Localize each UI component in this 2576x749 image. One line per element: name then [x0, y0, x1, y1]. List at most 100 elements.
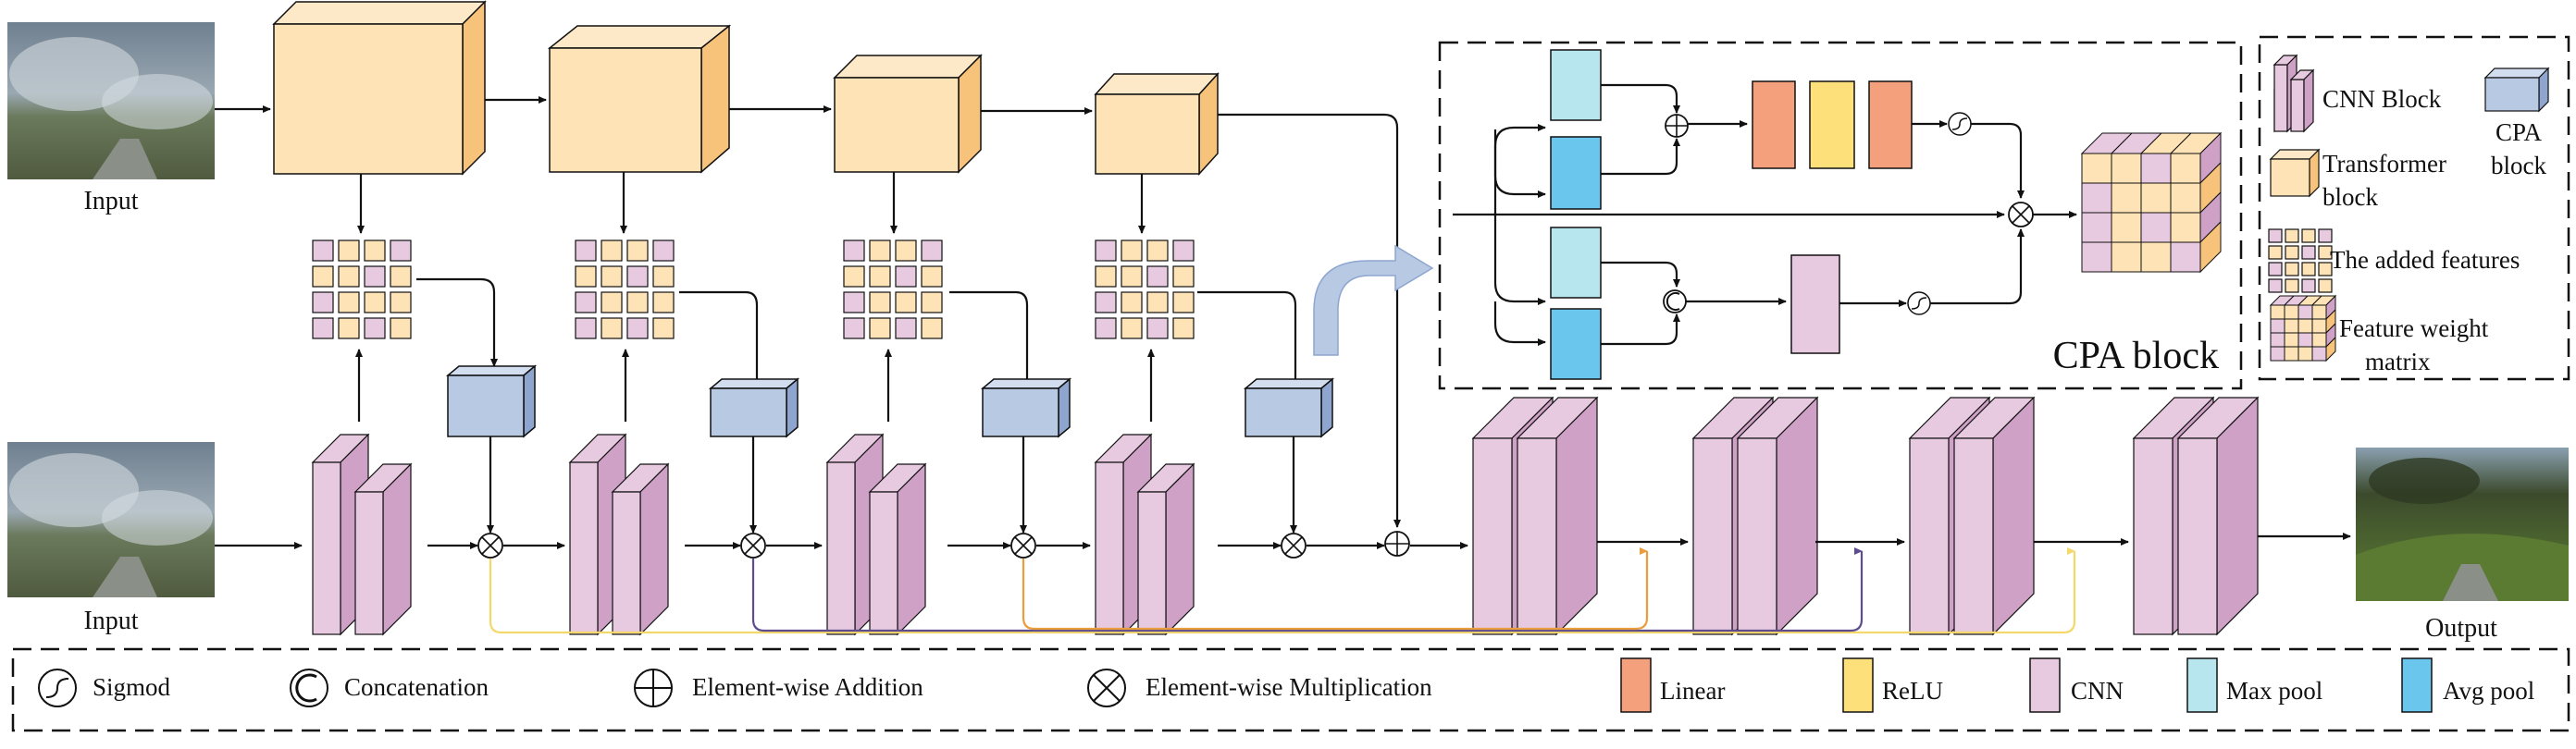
arrow-t4-to-add — [1218, 113, 1401, 528]
arrow-grid1-to-cpa1 — [416, 277, 498, 367]
feature-cell — [652, 265, 675, 288]
fwm-cell — [2111, 212, 2142, 243]
fwm-cell — [2170, 182, 2201, 214]
legend-cnn-block-icon — [2273, 54, 2315, 133]
cnn-block-2 — [568, 433, 670, 636]
feature-cell — [312, 265, 334, 288]
cnn-face-front — [826, 461, 856, 635]
legend-fwm-icon — [2269, 294, 2337, 362]
feature-cell — [869, 317, 891, 339]
legend-fwm-label-1: Feature weight — [2339, 314, 2489, 342]
cpa-concat-op — [1663, 289, 1687, 313]
cnn-face-front — [1517, 437, 1557, 635]
cpa-avgpool-bottom — [1550, 308, 1602, 380]
cpa-branch-up — [1493, 124, 1546, 215]
cnn-face-side — [382, 462, 412, 636]
legend-add-icon — [634, 669, 673, 707]
skip-connection-orange — [1022, 547, 1649, 631]
multiply-op-1 — [477, 533, 503, 559]
fwm-cell — [2311, 346, 2327, 362]
feature-cell — [390, 317, 412, 339]
cnn-face-front — [2133, 437, 2174, 635]
cpa-add-op — [1665, 114, 1689, 138]
fwm-cell — [2270, 304, 2285, 320]
cpa-linear-1 — [1752, 80, 1796, 169]
feature-cell — [1095, 265, 1117, 288]
fwm-cell — [2170, 241, 2201, 273]
fwm-cell — [2297, 304, 2313, 320]
fwm-side-cell — [2325, 336, 2336, 362]
feature-cell — [312, 291, 334, 313]
cnn-encoder-blocks — [311, 433, 1195, 636]
legend-maxpool-swatch — [2186, 657, 2218, 713]
decoder-cnn-block-3 — [1908, 396, 2036, 636]
legend-maxpool-label: Max pool — [2226, 677, 2322, 705]
feature-cell — [2285, 278, 2299, 293]
cpa-cnn — [1790, 254, 1840, 354]
cnn-face-front — [354, 491, 384, 635]
legend-linear-swatch — [1620, 657, 1652, 713]
fwm-side-cell — [2199, 220, 2222, 274]
feature-grid-3 — [843, 239, 943, 339]
legend-fwm-label-2: matrix — [2365, 348, 2431, 375]
fwm-cell — [2297, 332, 2313, 348]
cpa-branch-avgpool-top — [1493, 129, 1546, 198]
cnn-face-front — [1095, 461, 1124, 635]
feature-cell — [2318, 245, 2333, 260]
cpa-sigmoid-bottom-to-mult — [1930, 228, 2025, 305]
fwm-cell — [2111, 241, 2142, 273]
feature-cell — [2301, 228, 2316, 243]
cnn-decoder-blocks — [1471, 396, 2260, 636]
fwm-cell — [2081, 182, 2112, 214]
fwm-cell — [2311, 318, 2327, 334]
cnn-face-side — [1992, 396, 2035, 636]
cnn-face-front — [1909, 437, 1950, 635]
cnn-face-side — [639, 462, 669, 636]
cnn-face-side — [1776, 396, 1818, 636]
fwm-cell — [2111, 153, 2142, 184]
fwm-cell — [2170, 212, 2201, 243]
feature-cell — [626, 317, 649, 339]
cnn-face-front — [1692, 437, 1733, 635]
feature-cell — [869, 291, 891, 313]
cnn-face-front — [612, 491, 641, 635]
legend-added-features-label: The added features — [2330, 246, 2520, 274]
cpa-sigmoid-top — [1948, 112, 1972, 136]
feature-cell — [575, 265, 597, 288]
feature-cell — [390, 291, 412, 313]
cpa-avgpool-top — [1550, 136, 1602, 210]
fwm-cell — [2284, 304, 2299, 320]
feature-cell — [2268, 262, 2283, 276]
multiply-op-2 — [740, 533, 766, 559]
feature-cell — [1121, 317, 1143, 339]
feature-weight-matrix — [2080, 131, 2223, 274]
feature-cell — [601, 265, 623, 288]
cnn-face-front — [1472, 437, 1513, 635]
feature-cell — [575, 317, 597, 339]
feature-cell — [1121, 239, 1143, 262]
feature-cell — [2285, 228, 2299, 243]
feature-cell — [626, 239, 649, 262]
cnn-face-front — [569, 461, 599, 635]
feature-cell — [2318, 278, 2333, 293]
fwm-cell — [2170, 153, 2201, 184]
fwm-cell — [2270, 332, 2285, 348]
feature-cell — [364, 239, 386, 262]
feature-cell — [921, 291, 943, 313]
output-image — [2356, 448, 2569, 601]
cpa-block-1 — [445, 364, 538, 438]
feature-cell — [895, 265, 917, 288]
fwm-cell — [2140, 182, 2172, 214]
legend-cpa-block-icon — [2483, 67, 2550, 113]
cpa-block-3 — [980, 377, 1072, 438]
legend-avgpool-swatch — [2401, 657, 2433, 713]
cnn-face-front — [2177, 437, 2218, 635]
bottom-legend-frame — [11, 647, 2570, 732]
legend-concat-icon — [290, 669, 328, 707]
feature-cell — [652, 291, 675, 313]
legend-feature-grid — [2268, 228, 2333, 293]
feature-cell — [2318, 228, 2333, 243]
feature-cell — [312, 239, 334, 262]
feature-cell — [1095, 291, 1117, 313]
fwm-cell — [2111, 182, 2142, 214]
